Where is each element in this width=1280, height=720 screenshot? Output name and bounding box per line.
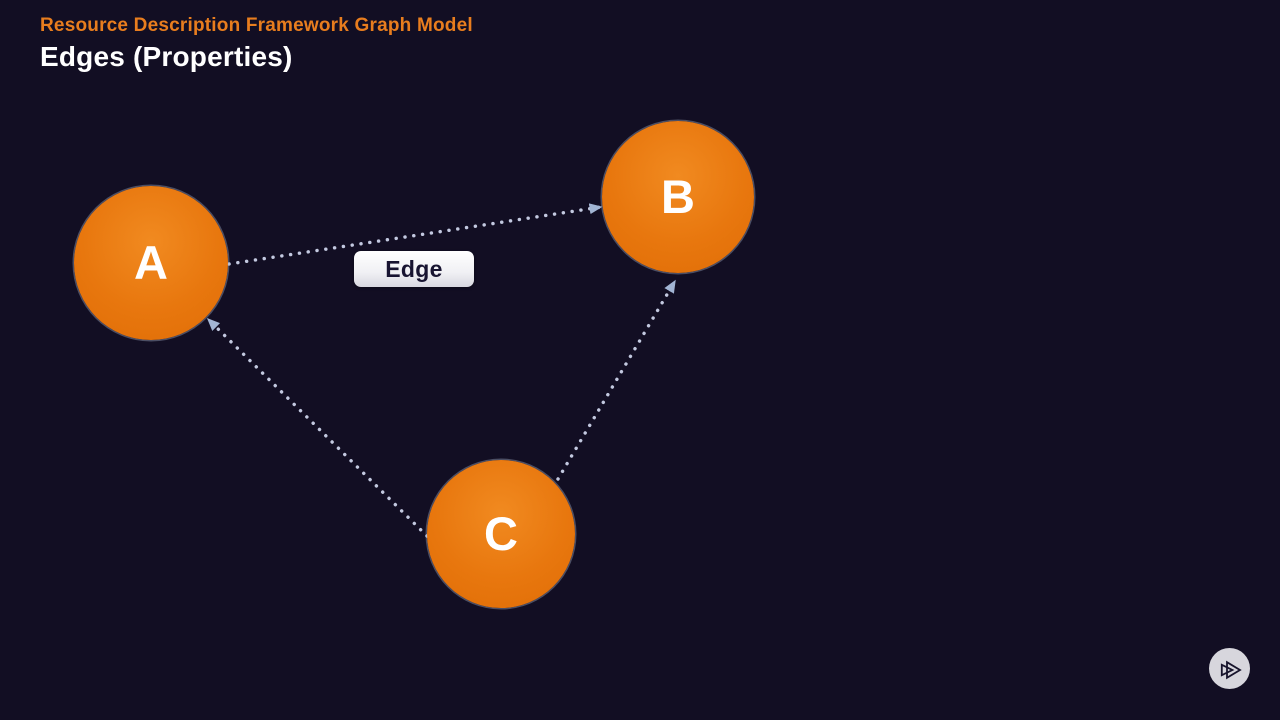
node-b-label: B [661, 169, 695, 223]
node-b: B [602, 121, 754, 273]
slide-header: Resource Description Framework Graph Mod… [40, 14, 473, 74]
pluralsight-logo-badge [1209, 648, 1250, 689]
page-title: Edges (Properties) [40, 41, 293, 72]
edge-label: Edge [354, 251, 474, 287]
edge-A-B [227, 203, 603, 266]
module-supertitle: Resource Description Framework Graph Mod… [40, 15, 473, 36]
pluralsight-play-icon [1220, 660, 1242, 679]
edge-C-A [206, 317, 429, 538]
node-c-label: C [484, 506, 518, 560]
node-c: C [427, 460, 575, 608]
node-a-label: A [134, 235, 168, 289]
node-a: A [74, 186, 228, 340]
edge-C-B [556, 279, 677, 481]
